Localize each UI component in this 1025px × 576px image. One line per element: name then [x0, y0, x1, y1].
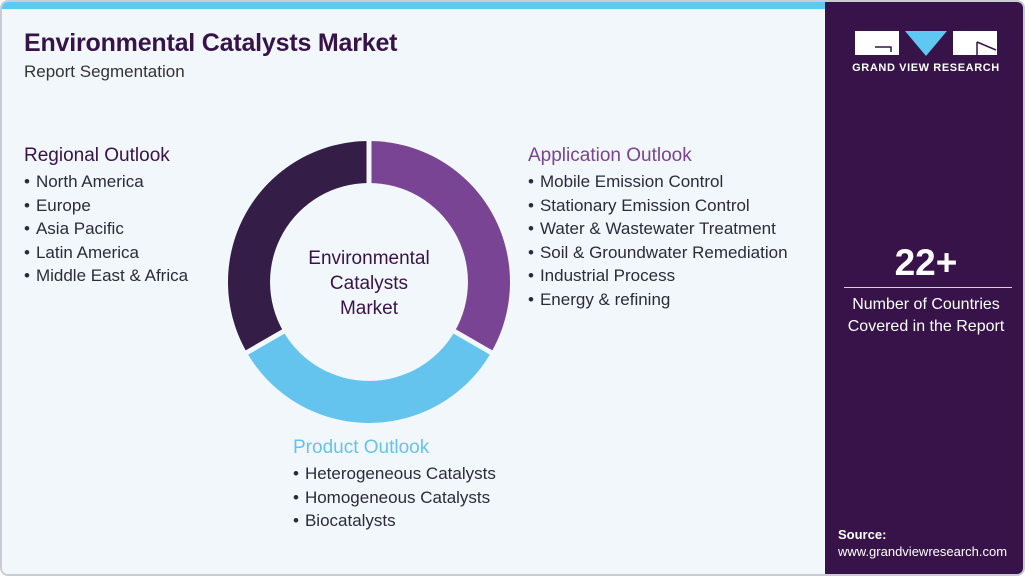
product-outlook-title: Product Outlook [293, 437, 430, 458]
countries-count: 22+ [894, 242, 958, 283]
list-item: Middle East & Africa [24, 264, 188, 288]
page-subtitle: Report Segmentation [24, 62, 185, 81]
source-label: Source: [838, 527, 887, 542]
application-outlook-group: Application Outlook Mobile Emission Cont… [528, 145, 788, 311]
logo-text: GRAND VIEW RESEARCH [852, 62, 1000, 74]
donut-center-label: Environmental Catalysts Market [285, 246, 453, 321]
donut-segment-regional [228, 141, 369, 353]
list-item: Latin America [24, 241, 188, 265]
list-item: Stationary Emission Control [528, 194, 788, 218]
grand-view-research-logo-icon [855, 31, 997, 56]
center-label-line: Environmental [308, 248, 430, 269]
regional-outlook-list: North America Europe Asia Pacific Latin … [24, 170, 188, 288]
donut-segment-application [369, 141, 510, 353]
product-outlook-list: Heterogeneous Catalysts Homogeneous Cata… [293, 462, 496, 533]
list-item: Water & Wastewater Treatment [528, 217, 788, 241]
list-item: Asia Pacific [24, 217, 188, 241]
source-url-link[interactable]: www.grandviewresearch.com [838, 544, 1008, 559]
application-outlook-title: Application Outlook [528, 145, 692, 166]
list-item: Mobile Emission Control [528, 170, 788, 194]
list-item: North America [24, 170, 188, 194]
countries-count-label: Number of Countries Covered in the Repor… [825, 294, 1023, 338]
application-outlook-list: Mobile Emission Control Stationary Emiss… [528, 170, 788, 311]
top-accent-bar [2, 2, 826, 9]
list-item: Industrial Process [528, 264, 788, 288]
list-item: Biocatalysts [293, 509, 496, 533]
list-item: Energy & refining [528, 288, 788, 312]
center-label-line: Catalysts [329, 273, 409, 294]
donut-segment-product [246, 331, 492, 423]
list-item: Soil & Groundwater Remediation [528, 241, 788, 265]
center-label-line: Market [339, 298, 399, 319]
segmentation-donut-chart [228, 141, 510, 423]
list-item: Homogeneous Catalysts [293, 486, 496, 510]
stat-label-line: Number of Countries [852, 296, 1000, 313]
stat-label-line: Covered in the Report [847, 318, 1005, 335]
product-outlook-group: Product Outlook Heterogeneous Catalysts … [293, 437, 496, 533]
list-item: Europe [24, 194, 188, 218]
list-item: Heterogeneous Catalysts [293, 462, 496, 486]
regional-outlook-title: Regional Outlook [24, 145, 170, 166]
brand-sidebar [825, 2, 1023, 574]
page-title: Environmental Catalysts Market [24, 29, 398, 57]
regional-outlook-group: Regional Outlook North America Europe As… [24, 145, 188, 288]
stat-divider [844, 287, 1012, 288]
